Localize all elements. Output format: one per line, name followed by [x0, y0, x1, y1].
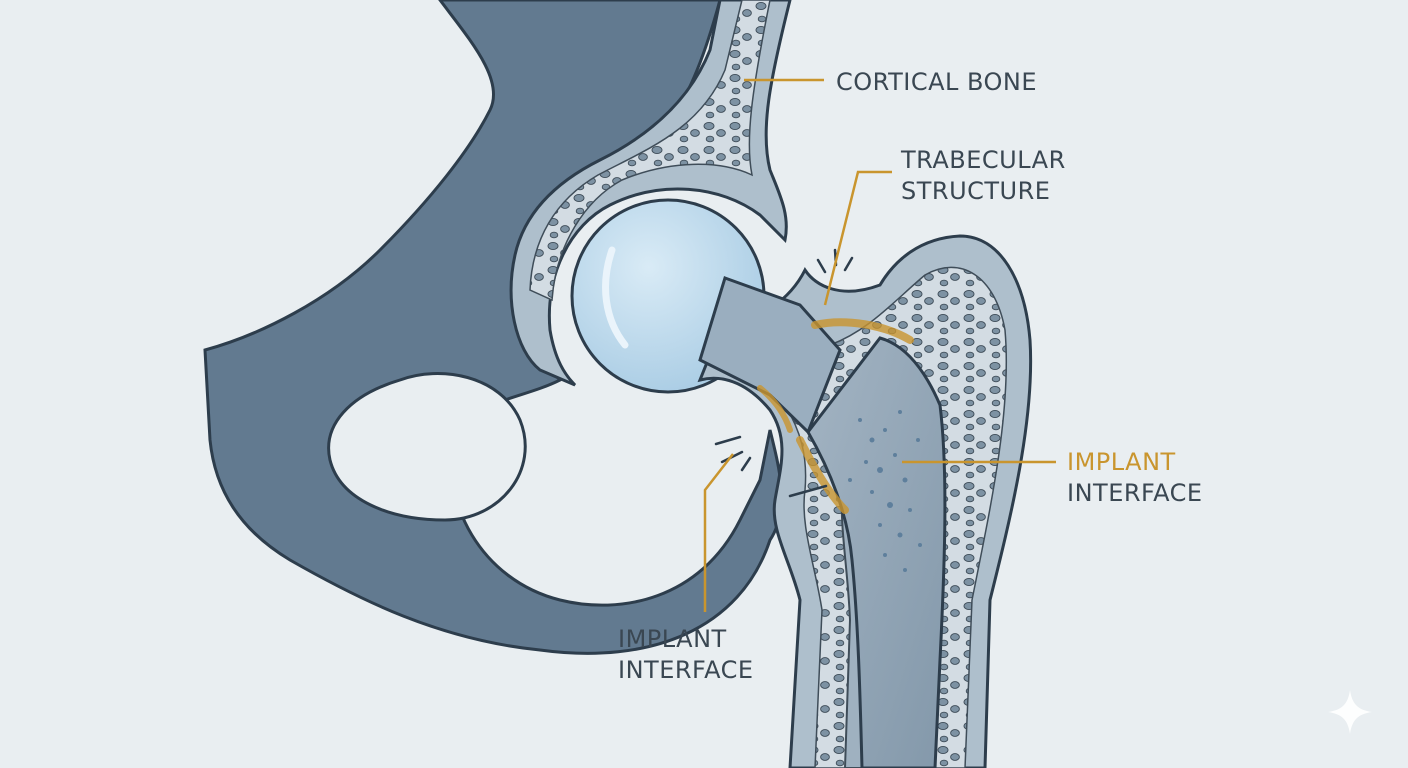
implant-stem	[806, 336, 947, 768]
porous-coating	[848, 410, 922, 572]
leader-lines	[703, 78, 1056, 612]
leader-trabecular	[823, 170, 892, 306]
label-implant-interface-left: IMPLANT INTERFACE	[618, 624, 754, 686]
acetabulum-trabecular	[529, 0, 771, 302]
label-trabecular-line2: STRUCTURE	[901, 177, 1051, 205]
label-cortical-bone-text: CORTICAL BONE	[836, 68, 1038, 96]
sparkle-icon	[1328, 690, 1372, 734]
label-implant-right-line2: INTERFACE	[1067, 479, 1203, 507]
interface-highlight-lateral	[757, 385, 793, 433]
leader-implant-left	[703, 453, 734, 612]
obturator-foramen	[327, 372, 527, 522]
label-trabecular-structure: TRABECULAR STRUCTURE	[901, 145, 1066, 207]
label-implant-interface-right: IMPLANT INTERFACE	[1067, 447, 1203, 509]
interface-highlight-medial	[796, 436, 849, 514]
label-cortical-bone: CORTICAL BONE	[836, 67, 1037, 98]
label-trabecular-line1: TRABECULAR	[901, 146, 1066, 174]
label-implant-left-line1: IMPLANT	[618, 625, 727, 653]
implant-neck	[698, 276, 842, 435]
interface-highlight-top	[811, 318, 914, 344]
label-implant-left-line2: INTERFACE	[618, 656, 754, 684]
label-implant-right-line1: IMPLANT	[1067, 448, 1176, 476]
femoral-head-highlight	[602, 246, 629, 349]
